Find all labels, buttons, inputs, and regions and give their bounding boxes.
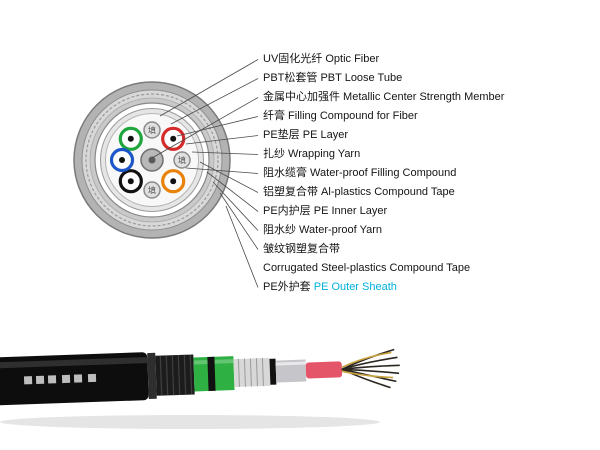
loose-tube-green	[118, 126, 143, 151]
label-optic-fiber: UV固化光纤 Optic Fiber	[263, 53, 380, 65]
buffer-tube-pink	[305, 361, 343, 379]
aluminum-highlight	[275, 361, 306, 366]
armor-ridges	[159, 354, 193, 396]
filler-glyph: 填	[148, 185, 156, 195]
filler-rope-right: 填	[173, 151, 191, 169]
optic-fiber-dot	[170, 135, 177, 142]
steel-tape-ridges	[237, 358, 264, 387]
label-pbt-loose-tube: PBT松套管 PBT Loose Tube	[263, 72, 403, 84]
binder-ring-2	[269, 358, 277, 385]
optical-fibers-frayed	[341, 348, 400, 389]
cable-shadow	[0, 415, 380, 429]
stripped-cable	[0, 348, 400, 406]
label-filling-compound-fiber: 纤膏 Filling Compound for Fiber	[263, 110, 418, 122]
optic-fiber-dot	[170, 178, 177, 185]
sheath-cut-ring	[147, 352, 157, 400]
corrugation-pattern	[85, 93, 219, 227]
label-pe-inner-layer: PE内护层 PE Inner Layer	[263, 205, 388, 217]
label-center-member: 金属中心加强件 Metallic Center Strength Member	[263, 91, 505, 103]
metallic-center-strength-member	[140, 148, 164, 172]
label-corrugated-tape-cn: 皱纹钢塑复合带	[263, 243, 340, 255]
loose-tube-orange	[161, 169, 186, 194]
label-pe-layer: PE垫层 PE Layer	[263, 129, 348, 141]
center-member-core	[148, 156, 156, 164]
label-al-plastics-tape: 铝塑复合带 Al-plastics Compound Tape	[263, 186, 455, 198]
loose-tube-black	[118, 169, 143, 194]
label-corrugated-tape-en: Corrugated Steel-plastics Compound Tape	[263, 262, 471, 274]
filler-rope-bottom: 填	[143, 181, 161, 199]
sheath-highlight	[0, 357, 148, 369]
cable-photo	[0, 348, 400, 429]
loose-tube-blue	[109, 147, 135, 173]
label-wrapping-yarn: 扎纱 Wrapping Yarn	[263, 148, 361, 160]
optic-fiber-dot	[119, 157, 125, 163]
label-waterproof-filling: 阻水缆膏 Water-proof Filling Compound	[263, 167, 457, 179]
optic-fiber-dot	[127, 135, 134, 142]
cable-print-marks	[23, 373, 97, 385]
filler-glyph: 填	[148, 125, 156, 135]
label-waterproof-yarn: 阻水纱 Water-proof Yarn	[263, 224, 382, 236]
filler-rope-top: 填	[143, 121, 161, 139]
steel-tape-layer	[233, 357, 271, 388]
filler-glyph: 填	[178, 155, 186, 165]
filler-ring	[143, 181, 161, 199]
optic-fiber-dot	[127, 178, 134, 185]
cross-section-diagram: 填 填 填	[73, 81, 231, 239]
label-pe-outer-sheath-cn: PE外护套	[263, 281, 314, 293]
label-pe-outer-sheath: PE外护套 PE Outer Sheath	[263, 278, 397, 297]
binder-ring-1	[207, 356, 216, 391]
loose-tube-red	[161, 126, 186, 151]
label-pe-outer-sheath-en: PE Outer Sheath	[313, 281, 397, 293]
